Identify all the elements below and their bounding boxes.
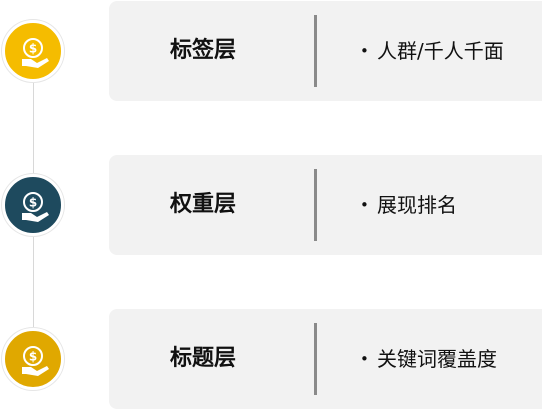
- card-divider: [314, 15, 317, 87]
- bullet-point: •: [360, 350, 369, 368]
- dollar-hand-icon: $: [2, 174, 64, 236]
- svg-text:$: $: [29, 196, 37, 210]
- layer-row-title: $ 标题层 • 关键词覆盖度: [0, 309, 542, 409]
- svg-text:$: $: [29, 42, 37, 56]
- card-divider: [314, 169, 317, 241]
- layer-description: 人群/千人千面: [377, 39, 504, 63]
- bullet-point: •: [360, 42, 369, 60]
- card-divider: [314, 323, 317, 395]
- layer-title: 标题层: [169, 346, 236, 371]
- dollar-hand-icon: $: [2, 20, 64, 82]
- layer-row-tag: $ 标签层 • 人群/千人千面: [0, 1, 542, 101]
- dollar-hand-icon-glyph: $: [22, 192, 49, 222]
- dollar-hand-icon-glyph: $: [22, 38, 49, 68]
- svg-text:$: $: [29, 350, 37, 364]
- layer-card: 标题层 • 关键词覆盖度: [109, 309, 542, 409]
- layer-row-weight: $ 权重层 • 展现排名: [0, 155, 542, 255]
- layer-description: 关键词覆盖度: [377, 347, 497, 371]
- layer-description: 展现排名: [377, 193, 457, 217]
- layer-title: 标签层: [169, 38, 236, 63]
- layer-card: 权重层 • 展现排名: [109, 155, 542, 255]
- layer-card: 标签层 • 人群/千人千面: [109, 1, 542, 101]
- dollar-hand-icon-glyph: $: [22, 346, 49, 376]
- bullet-point: •: [360, 196, 369, 214]
- dollar-hand-icon: $: [2, 328, 64, 390]
- layer-title: 权重层: [169, 192, 236, 217]
